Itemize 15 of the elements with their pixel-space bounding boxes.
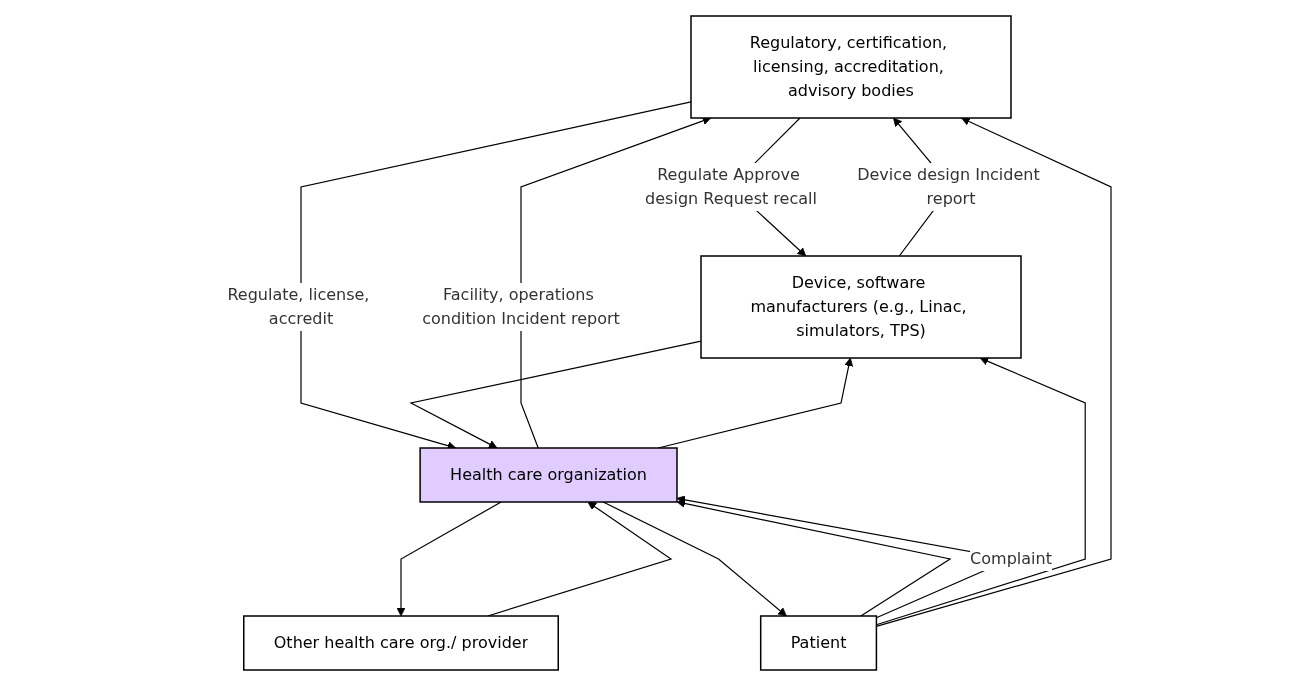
edge-label: Device design Incident report — [857, 164, 1040, 208]
node-box: Patient — [759, 614, 878, 671]
node-box: Regulatory, certification, licensing, accreditation, advisory bodies — [690, 14, 1012, 119]
edge-label: Regulate Approve design Request recall — [645, 164, 817, 208]
arrow — [396, 500, 502, 616]
edge-label: Regulate, license, accredit — [227, 284, 370, 328]
edge-label: Facility, operations condition Incident report — [422, 284, 620, 328]
arrow — [409, 340, 702, 448]
node-box: Device, software manufacturers (e.g., Linac, simulators, TPS) — [700, 254, 1022, 359]
node-box: Other health care org./ provider — [243, 614, 559, 671]
arrow — [602, 500, 787, 616]
edge-label: Complaint — [970, 548, 1052, 568]
node-box: Health care organization — [419, 446, 678, 503]
arrow — [676, 498, 952, 617]
arrow — [520, 116, 712, 449]
